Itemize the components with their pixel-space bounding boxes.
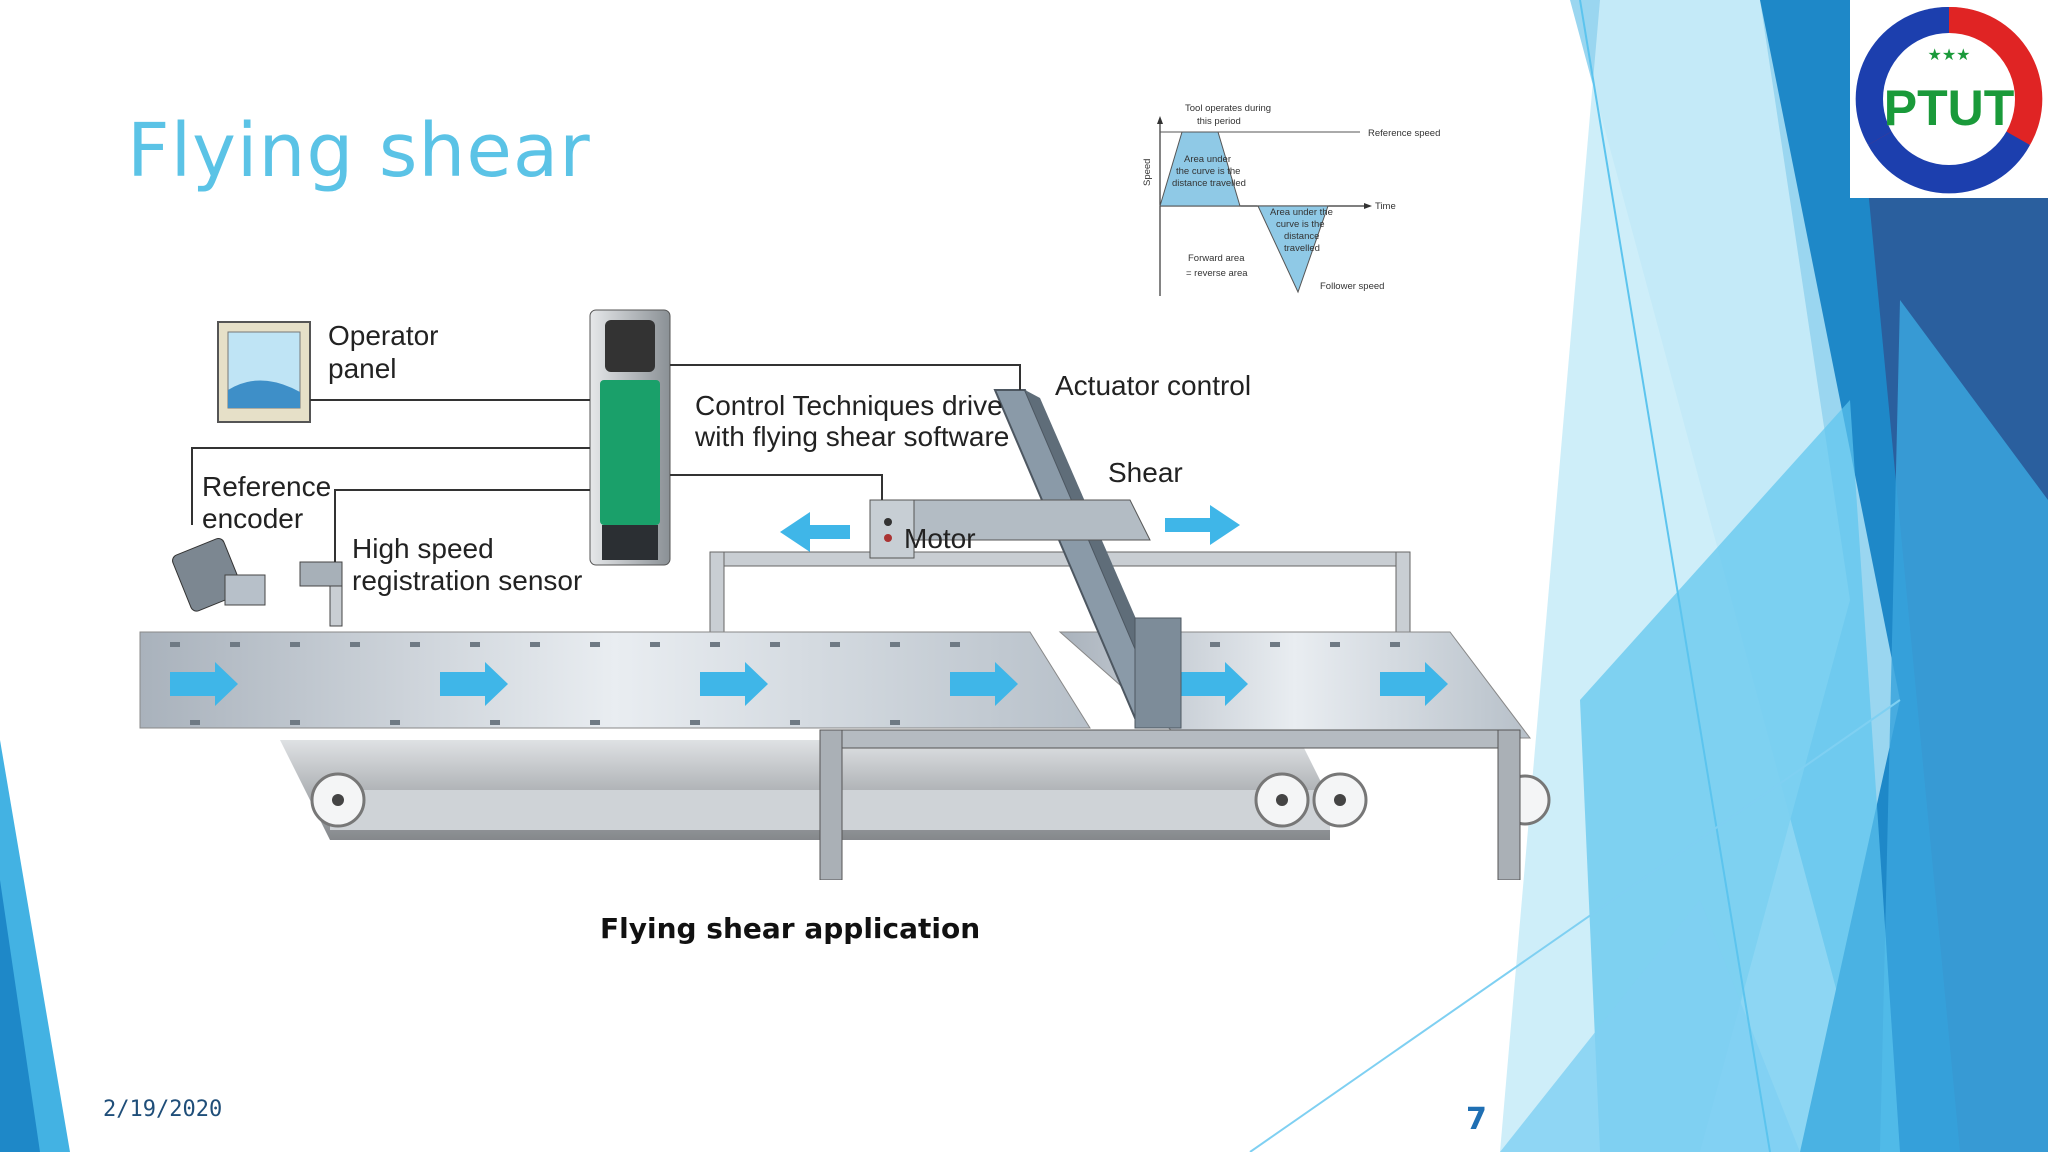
- label-actuator-control: Actuator control: [1055, 370, 1251, 401]
- label-operator-panel-2: panel: [328, 353, 397, 384]
- speed-profile-graph: Tool operates during this period Referen…: [1142, 103, 1440, 296]
- graph-area-lower-2: curve is the: [1276, 219, 1325, 230]
- graph-x-axis: Time: [1375, 201, 1396, 212]
- label-drive-1: Control Techniques drive: [695, 390, 1003, 421]
- label-high-speed-1: High speed: [352, 533, 494, 564]
- graph-reference-speed: Reference speed: [1368, 128, 1440, 139]
- figure-caption: Flying shear application: [600, 912, 981, 945]
- label-reference-encoder-1: Reference: [202, 471, 331, 502]
- graph-area-lower-1: Area under the: [1270, 207, 1333, 218]
- label-reference-encoder-2: encoder: [202, 503, 303, 534]
- ptut-logo: ★★★ PTUT: [1850, 0, 2048, 198]
- label-shear: Shear: [1108, 457, 1183, 488]
- graph-forward-area-2: = reverse area: [1186, 268, 1248, 279]
- graph-area-upper-3: distance travelled: [1172, 178, 1246, 189]
- label-motor: Motor: [904, 523, 976, 554]
- slide-number: 7: [1466, 1102, 1487, 1137]
- graph-area-upper-1: Area under: [1184, 154, 1231, 165]
- graph-forward-area-1: Forward area: [1188, 253, 1245, 264]
- label-drive-2: with flying shear software: [694, 421, 1009, 452]
- graph-area-upper-2: the curve is the: [1176, 166, 1240, 177]
- graph-area-lower-3: distance: [1284, 231, 1319, 242]
- logo-text: PTUT: [1884, 80, 2015, 136]
- slide-date: 2/19/2020: [103, 1097, 223, 1122]
- flying-shear-diagram: Operator panel Reference encoder High sp…: [139, 309, 1551, 880]
- graph-tool-operates-1: Tool operates during: [1185, 103, 1271, 114]
- svg-text:★★★: ★★★: [1927, 45, 1970, 64]
- graph-y-axis: Speed: [1142, 159, 1153, 186]
- label-high-speed-2: registration sensor: [352, 565, 582, 596]
- graph-follower-speed: Follower speed: [1320, 281, 1384, 292]
- graph-tool-operates-2: this period: [1197, 116, 1241, 127]
- graph-area-lower-4: travelled: [1284, 243, 1320, 254]
- slide-title: Flying shear: [127, 108, 591, 194]
- label-operator-panel-1: Operator: [328, 320, 439, 351]
